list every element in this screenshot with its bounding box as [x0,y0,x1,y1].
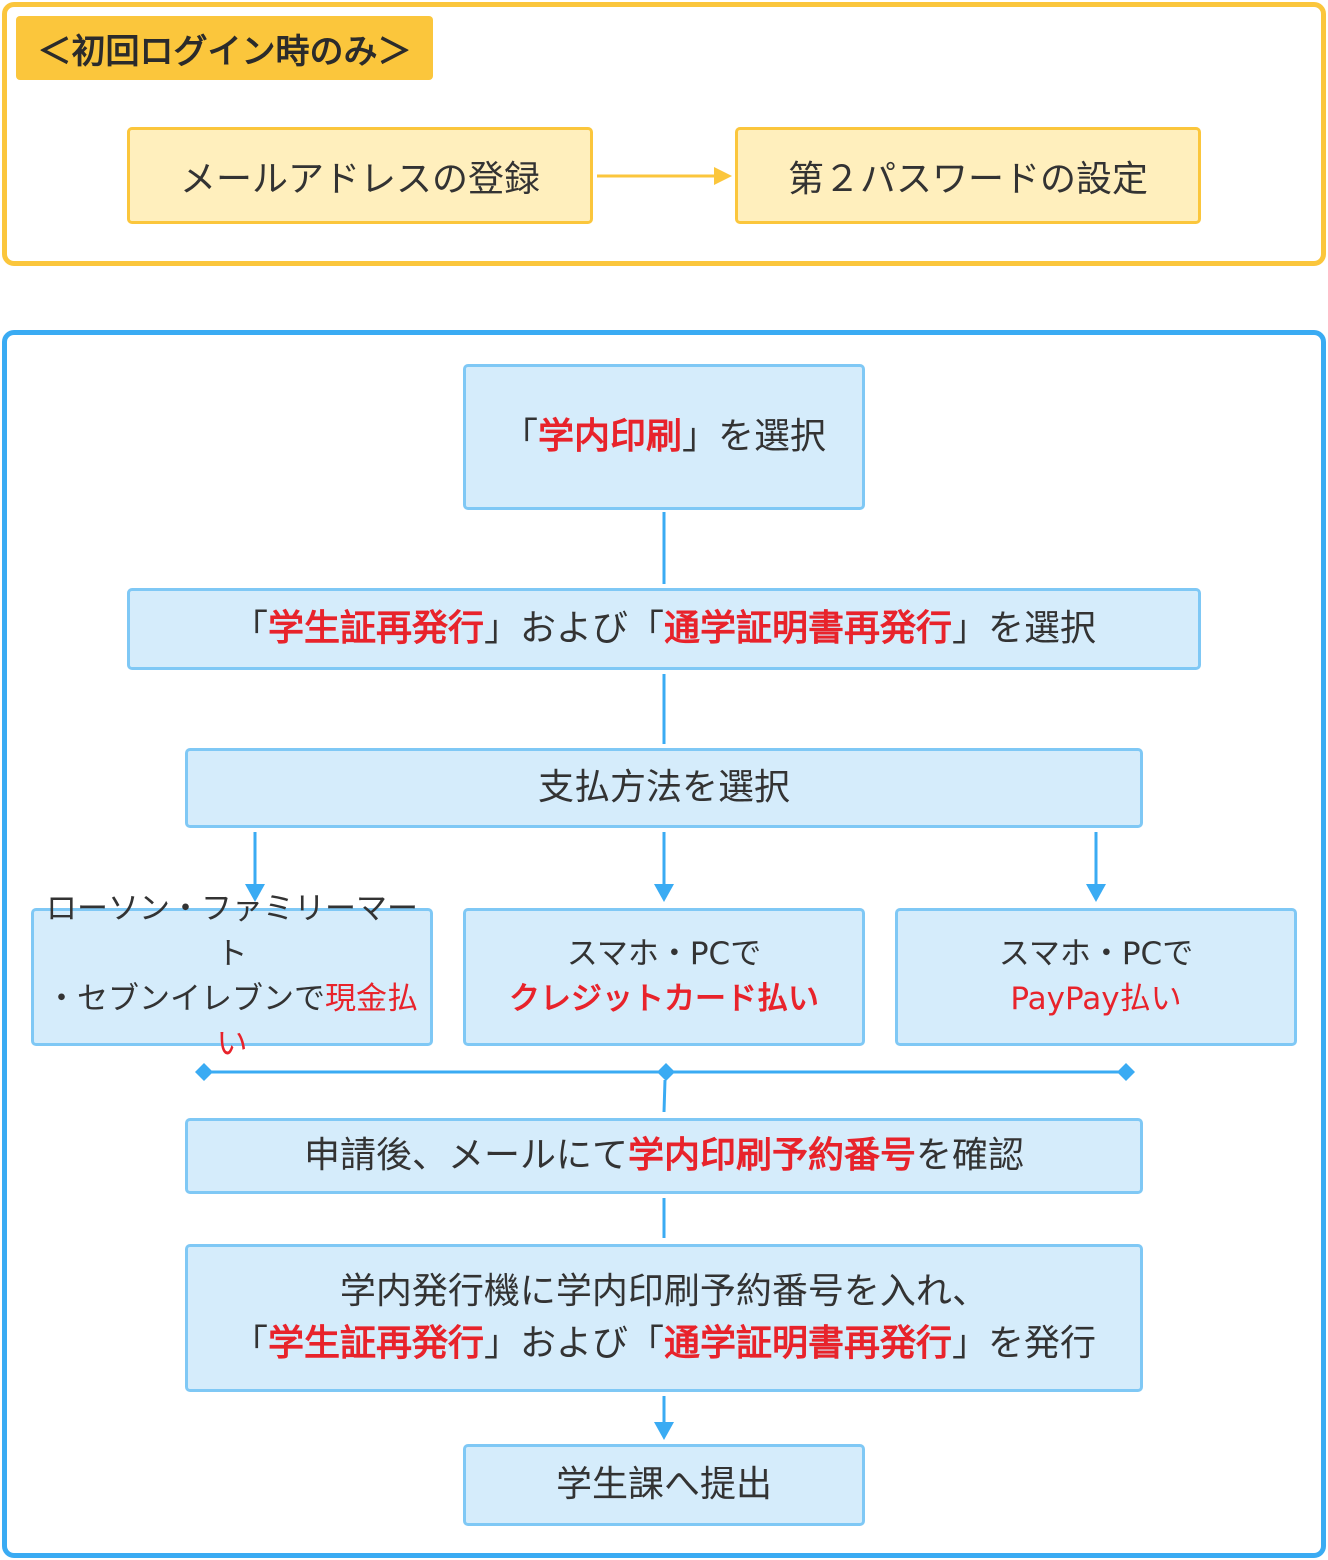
s1-pre: 「 [501,415,538,457]
pay-arrow-center-head [654,884,674,902]
register-email-box: メールアドレスの登録 [127,127,593,224]
submit-text: 学生課へ提出 [555,1463,772,1505]
pay2-line2: クレジットカード払い [509,981,819,1017]
first-login-tag: ＜初回ログイン時のみ＞ [16,16,433,80]
select-payment-box: 支払方法を選択 [185,748,1143,828]
s2-c: 」を選択 [952,607,1097,649]
s4-highlight: 学内印刷予約番号 [627,1134,916,1176]
s5-line2: 「学生証再発行」および「通学証明書再発行」を発行 [232,1318,1096,1370]
s2-b: 」および「 [483,607,664,649]
select-documents-box: 「学生証再発行」および「通学証明書再発行」を選択 [127,588,1201,670]
s5-b: 」および「 [483,1323,664,1364]
s1-highlight: 学内印刷 [537,415,682,457]
pay1-line2: ・セブンイレブンで現金払い [34,977,430,1067]
s5-a: 「 [231,1323,268,1364]
s4-pre: 申請後、メールにて [303,1134,628,1176]
s5-line1: 学内発行機に学内印刷予約番号を入れ、 [339,1270,989,1312]
s4-post: を確認 [916,1134,1025,1176]
second-password-box: 第２パスワードの設定 [735,127,1201,224]
s2-a: 「 [231,607,268,649]
pay1-line2a: ・セブンイレブンで [46,981,325,1017]
s2-highlight-2: 通学証明書再発行 [664,607,953,649]
pay3-line2: PayPay払い [1010,981,1182,1017]
check-reservation-box: 申請後、メールにて学内印刷予約番号を確認 [185,1118,1143,1194]
connector-5-head [654,1422,674,1440]
merge-diamond-left [195,1063,213,1081]
select-documents-text: 「学生証再発行」および「通学証明書再発行」を選択 [232,603,1096,655]
s5-highlight-2: 通学証明書再発行 [664,1323,953,1364]
pay2-line1: スマホ・PCで [566,936,762,973]
check-reservation-text: 申請後、メールにて学内印刷予約番号を確認 [304,1130,1024,1182]
pay-option-credit: スマホ・PCで クレジットカード払い [463,908,865,1046]
select-payment-text: 支払方法を選択 [537,766,790,808]
submit-to-student-affairs-box: 学生課へ提出 [463,1444,865,1526]
register-email-label: メールアドレスの登録 [179,158,540,200]
merge-diamond-right [1117,1063,1135,1081]
s2-highlight-1: 学生証再発行 [267,607,484,649]
pay-arrow-right-head [1086,884,1106,902]
select-campus-print-text: 「学内印刷」を選択 [502,411,826,463]
pay1-highlight: 現金払い [216,981,419,1062]
pay3-line1: スマホ・PCで [998,936,1194,973]
merge-diamond-center [657,1063,675,1081]
pay-option-convenience: ローソン・ファミリーマート ・セブンイレブンで現金払い [31,891,433,1062]
select-campus-print-box: 「学内印刷」を選択 [463,364,865,510]
yellow-arrow-head [714,167,732,185]
pay-option-paypay: スマホ・PCで PayPay払い [895,908,1297,1046]
s1-post: 」を選択 [682,415,827,457]
s5-c: 」を発行 [952,1323,1097,1364]
second-password-label: 第２パスワードの設定 [787,158,1148,200]
pay1-line1: ローソン・ファミリーマート [46,891,418,973]
issue-at-machine-box: 学内発行機に学内印刷予約番号を入れ、 「学生証再発行」および「通学証明書再発行」… [185,1244,1143,1392]
s5-highlight-1: 学生証再発行 [267,1323,484,1364]
pay-arrow-left-head [245,884,265,902]
connector-3 [662,1079,667,1113]
